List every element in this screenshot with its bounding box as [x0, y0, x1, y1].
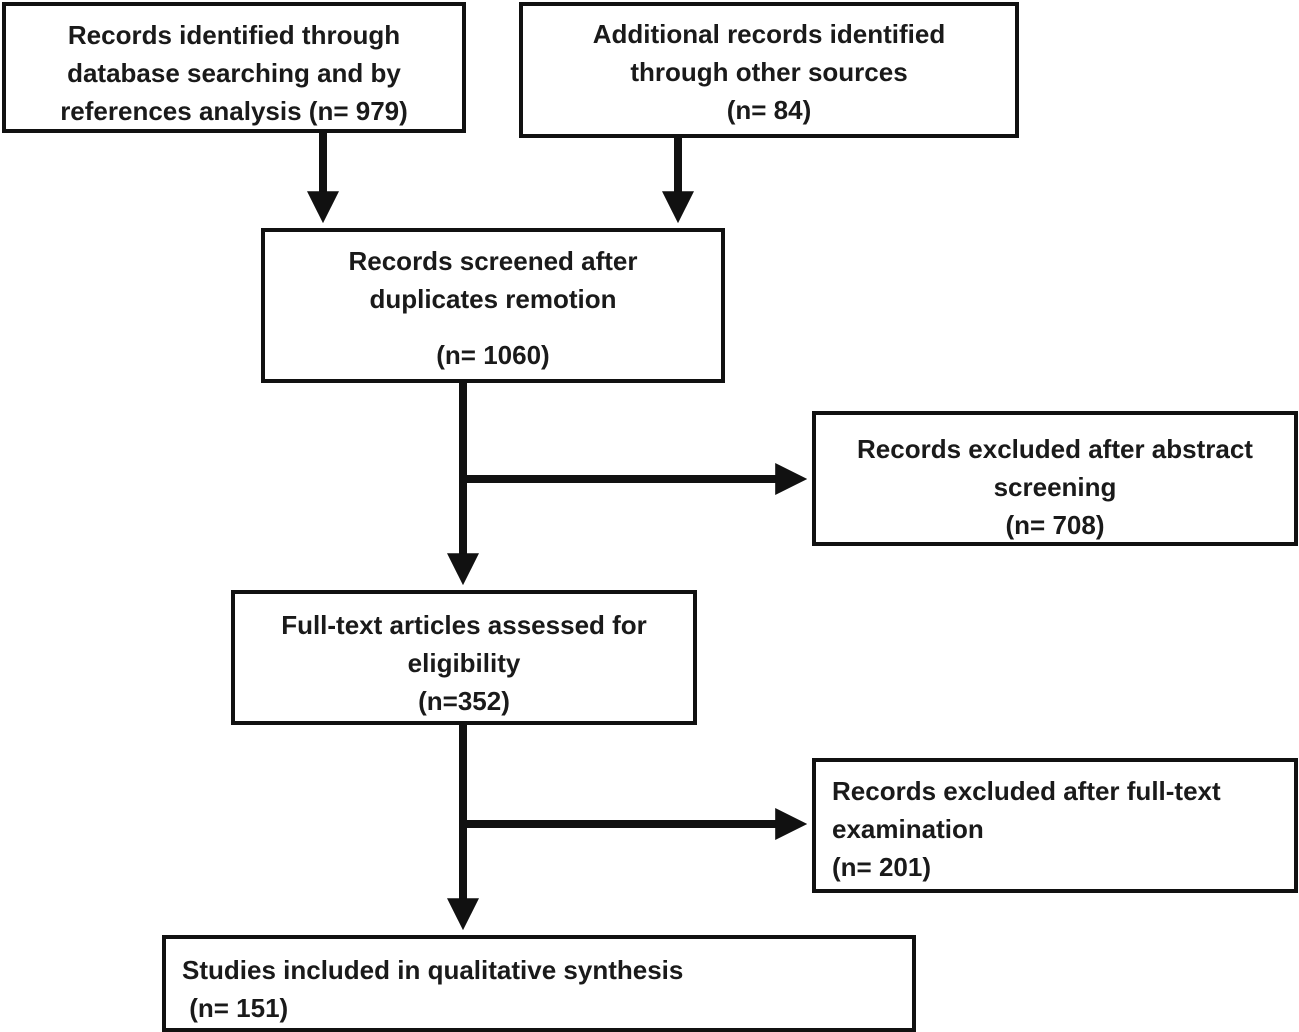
included-studies-box: Studies included in qualitative synthesi… — [162, 935, 916, 1032]
excluded-abstract-line-3: (n= 708) — [1005, 510, 1105, 540]
excluded-fulltext-box: Records excluded after full-text examina… — [812, 758, 1298, 893]
other-sources-line-3: (n= 84) — [726, 95, 812, 125]
included-line-1: Studies included in qualitative synthesi… — [182, 955, 684, 985]
included-line-2: (n= 151) — [182, 993, 289, 1023]
database-records-box: Records identified through database sear… — [2, 2, 466, 133]
excluded-abstract-box: Records excluded after abstract screenin… — [812, 411, 1298, 546]
excluded-abstract-line-2: screening — [993, 472, 1117, 502]
screened-line-3: (n= 1060) — [436, 340, 550, 370]
excluded-fulltext-line-3: (n= 201) — [832, 852, 931, 882]
full-text-line-2: eligibility — [407, 648, 521, 678]
database-records-line-3: references analysis (n= 979) — [60, 96, 408, 126]
screened-line-1: Records screened after — [348, 246, 638, 276]
database-records-line-2: database searching and by — [67, 58, 401, 88]
database-records-line-1: Records identified through — [67, 20, 401, 50]
other-sources-line-2: through other sources — [630, 57, 908, 87]
excluded-fulltext-line-1: Records excluded after full-text — [832, 776, 1221, 806]
full-text-line-1: Full-text articles assessed for — [281, 610, 647, 640]
other-sources-line-1: Additional records identified — [592, 19, 946, 49]
screened-line-2: duplicates remotion — [369, 284, 617, 314]
other-sources-box: Additional records identified through ot… — [519, 2, 1019, 138]
screened-records-box: Records screened after duplicates remoti… — [261, 228, 725, 383]
excluded-fulltext-line-2: examination — [832, 814, 984, 844]
excluded-abstract-line-1: Records excluded after abstract — [857, 434, 1253, 464]
full-text-box: Full-text articles assessed for eligibil… — [231, 590, 697, 725]
full-text-line-3: (n=352) — [418, 686, 510, 716]
